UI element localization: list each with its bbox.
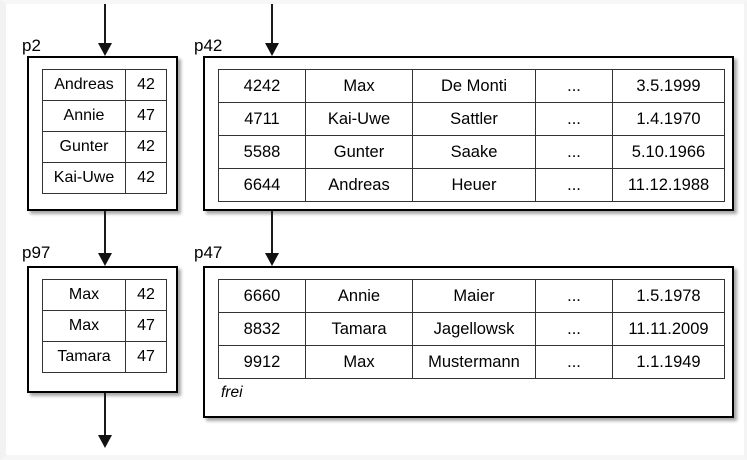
page-box-p47: 6660 Annie Maier ... 1.5.1978 8832 Tamar…	[203, 266, 734, 418]
cell-more: ...	[535, 168, 613, 202]
cell-name: Annie	[42, 100, 126, 132]
cell-date: 11.12.1988	[612, 168, 725, 202]
cell-name: Andreas	[42, 69, 126, 101]
cell-date: 5.10.1966	[612, 135, 725, 169]
cell-id: 8832	[218, 312, 306, 346]
cell-lastname: Mustermann	[412, 345, 536, 379]
table-p97: Max 42 Max 47 Tamara 47	[42, 279, 167, 373]
arrow-shaft	[104, 393, 106, 436]
arrow-shaft	[271, 4, 273, 44]
cell-name: Gunter	[42, 131, 126, 163]
cell-firstname: Max	[305, 345, 413, 379]
cell-more: ...	[535, 102, 613, 136]
arrow-shaft	[271, 211, 273, 254]
cell-id: 9912	[218, 345, 306, 379]
page-box-p2: Andreas 42 Annie 47 Gunter 42 Kai-Uwe 42	[27, 56, 178, 211]
table-row[interactable]: 4711 Kai-Uwe Sattler ... 1.4.1970	[218, 102, 725, 136]
arrow-p42-to-p47	[265, 211, 279, 266]
table-row[interactable]: 6644 Andreas Heuer ... 11.12.1988	[218, 168, 725, 202]
cell-lastname: De Monti	[412, 69, 536, 103]
cell-more: ...	[535, 135, 613, 169]
arrow-head	[265, 253, 279, 266]
cell-firstname: Max	[305, 69, 413, 103]
cell-name: Tamara	[42, 341, 126, 373]
table-row[interactable]: 9912 Max Mustermann ... 1.1.1949	[218, 345, 725, 379]
cell-bucket: 42	[125, 162, 167, 194]
cell-firstname: Gunter	[305, 135, 413, 169]
cell-date: 11.11.2009	[612, 312, 725, 346]
page-label-p47: p47	[194, 243, 223, 262]
table-row[interactable]: Max 47	[42, 310, 167, 342]
arrow-head	[98, 253, 112, 266]
cell-id: 6660	[218, 279, 306, 313]
cell-more: ...	[535, 312, 613, 346]
arrow-into-p2	[98, 4, 112, 56]
cell-more: ...	[535, 69, 613, 103]
table-row[interactable]: Andreas 42	[42, 69, 167, 101]
table-p47: 6660 Annie Maier ... 1.5.1978 8832 Tamar…	[218, 279, 725, 379]
cell-firstname: Annie	[305, 279, 413, 313]
cell-lastname: Saake	[412, 135, 536, 169]
arrow-out-of-p97	[98, 393, 112, 448]
cell-bucket: 42	[125, 279, 167, 311]
cell-name: Kai-Uwe	[42, 162, 126, 194]
cell-id: 6644	[218, 168, 306, 202]
cell-bucket: 47	[125, 310, 167, 342]
cell-firstname: Tamara	[305, 312, 413, 346]
cell-date: 3.5.1999	[612, 69, 725, 103]
table-row[interactable]: 8832 Tamara Jagellowsk ... 11.11.2009	[218, 312, 725, 346]
cell-date: 1.1.1949	[612, 345, 725, 379]
cell-firstname: Andreas	[305, 168, 413, 202]
cell-lastname: Maier	[412, 279, 536, 313]
free-space-label: frei	[221, 384, 243, 401]
page-label-p42: p42	[194, 36, 223, 55]
arrow-head	[98, 43, 112, 56]
arrow-head	[98, 435, 112, 448]
cell-id: 4242	[218, 69, 306, 103]
arrow-shaft	[104, 211, 106, 254]
page-label-p97: p97	[22, 243, 51, 262]
table-row[interactable]: 4242 Max De Monti ... 3.5.1999	[218, 69, 725, 103]
page-label-p2: p2	[22, 36, 41, 55]
page-box-p97: Max 42 Max 47 Tamara 47	[27, 266, 178, 393]
arrow-head	[265, 43, 279, 56]
table-row[interactable]: Tamara 47	[42, 341, 167, 373]
cell-bucket: 47	[125, 100, 167, 132]
cell-lastname: Jagellowsk	[412, 312, 536, 346]
cell-name: Max	[42, 310, 126, 342]
table-row[interactable]: Max 42	[42, 279, 167, 311]
table-row[interactable]: 5588 Gunter Saake ... 5.10.1966	[218, 135, 725, 169]
table-row[interactable]: 6660 Annie Maier ... 1.5.1978	[218, 279, 725, 313]
cell-lastname: Sattler	[412, 102, 536, 136]
cell-lastname: Heuer	[412, 168, 536, 202]
cell-more: ...	[535, 279, 613, 313]
cell-bucket: 42	[125, 131, 167, 163]
table-p2: Andreas 42 Annie 47 Gunter 42 Kai-Uwe 42	[42, 69, 167, 194]
arrow-into-p42	[265, 4, 279, 56]
cell-bucket: 42	[125, 69, 167, 101]
cell-firstname: Kai-Uwe	[305, 102, 413, 136]
cell-more: ...	[535, 345, 613, 379]
cell-id: 4711	[218, 102, 306, 136]
cell-id: 5588	[218, 135, 306, 169]
table-p42: 4242 Max De Monti ... 3.5.1999 4711 Kai-…	[218, 69, 725, 202]
arrow-p2-to-p97	[98, 211, 112, 266]
table-row[interactable]: Annie 47	[42, 100, 167, 132]
cell-name: Max	[42, 279, 126, 311]
table-row[interactable]: Kai-Uwe 42	[42, 162, 167, 194]
page-box-p42: 4242 Max De Monti ... 3.5.1999 4711 Kai-…	[203, 56, 734, 211]
cell-date: 1.4.1970	[612, 102, 725, 136]
table-row[interactable]: Gunter 42	[42, 131, 167, 163]
arrow-shaft	[104, 4, 106, 44]
cell-date: 1.5.1978	[612, 279, 725, 313]
cell-bucket: 47	[125, 341, 167, 373]
